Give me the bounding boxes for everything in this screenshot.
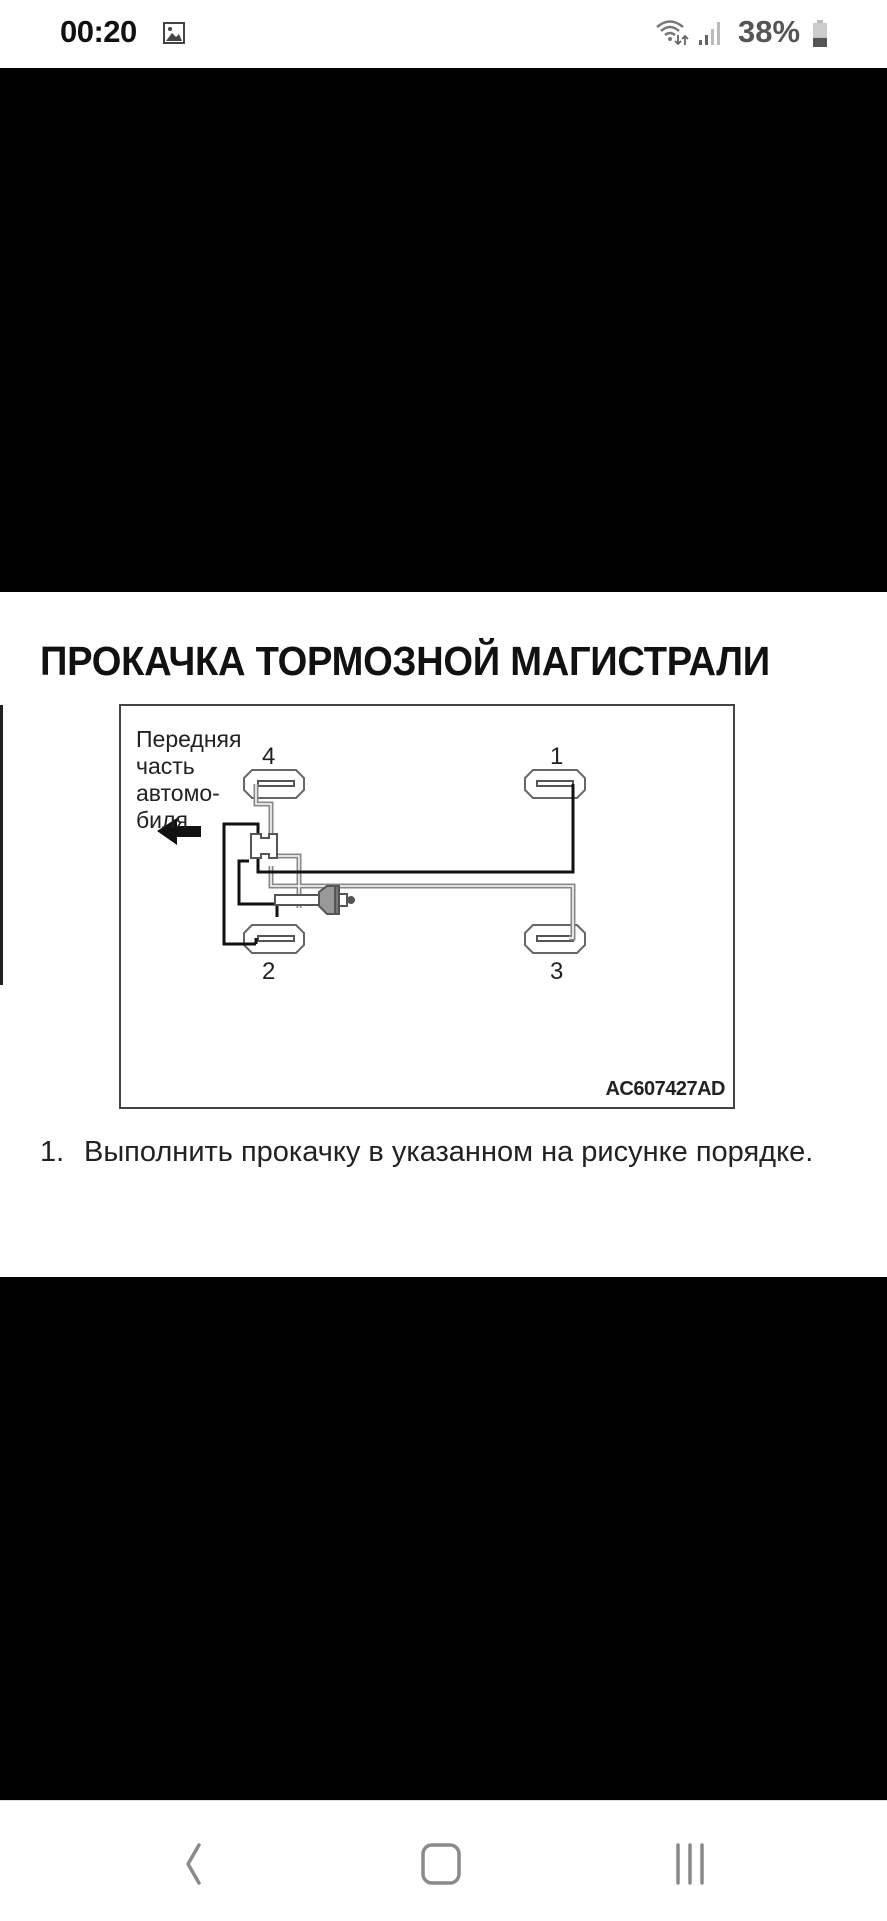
step-text: Выполнить прокачку в указанном на рисунк… <box>84 1136 814 1168</box>
back-icon <box>186 1843 201 1885</box>
home-button[interactable] <box>411 1831 471 1891</box>
battery-icon <box>813 20 827 47</box>
signal-icon <box>699 22 720 45</box>
wheel-4-number: 4 <box>262 743 276 770</box>
navigation-bar <box>0 1800 887 1921</box>
battery-percent: 38% <box>738 14 801 49</box>
step-number: 1. <box>40 1136 65 1168</box>
diagram-lines <box>157 769 586 954</box>
home-icon <box>421 1843 461 1885</box>
wheel-1-number: 1 <box>550 743 564 770</box>
figure-code: AC607427AD <box>605 1078 725 1100</box>
front-of-vehicle-label: Передняя часть автомо- биля <box>136 726 242 833</box>
gallery-icon <box>163 22 185 44</box>
valve-block <box>250 833 278 859</box>
wheel-4 <box>243 769 305 799</box>
wheel-2 <box>243 924 305 954</box>
letterbox-top <box>0 68 887 592</box>
back-button[interactable] <box>163 1831 223 1891</box>
document-title: ПРОКАЧКА ТОРМОЗНОЙ МАГИСТРАЛИ <box>40 638 770 684</box>
recents-icon <box>676 1843 704 1885</box>
letterbox-bottom <box>0 1277 887 1800</box>
scroll-indicator[interactable] <box>0 705 3 985</box>
master-cylinder <box>274 885 355 915</box>
wheel-3 <box>524 924 586 954</box>
brake-line-black <box>222 784 575 946</box>
status-bar: 00:20 38% <box>0 0 887 68</box>
recents-button[interactable] <box>660 1831 720 1891</box>
wheel-1 <box>524 769 586 799</box>
brake-line-grey <box>253 784 576 941</box>
wheel-3-number: 3 <box>550 958 564 985</box>
arrow-left-icon <box>157 818 201 845</box>
status-time: 00:20 <box>60 14 137 49</box>
wheel-2-number: 2 <box>262 958 276 985</box>
brake-bleeding-diagram: Передняя часть автомо- биля 4 1 2 3 AC60… <box>119 704 735 1109</box>
wifi-icon <box>656 20 689 46</box>
